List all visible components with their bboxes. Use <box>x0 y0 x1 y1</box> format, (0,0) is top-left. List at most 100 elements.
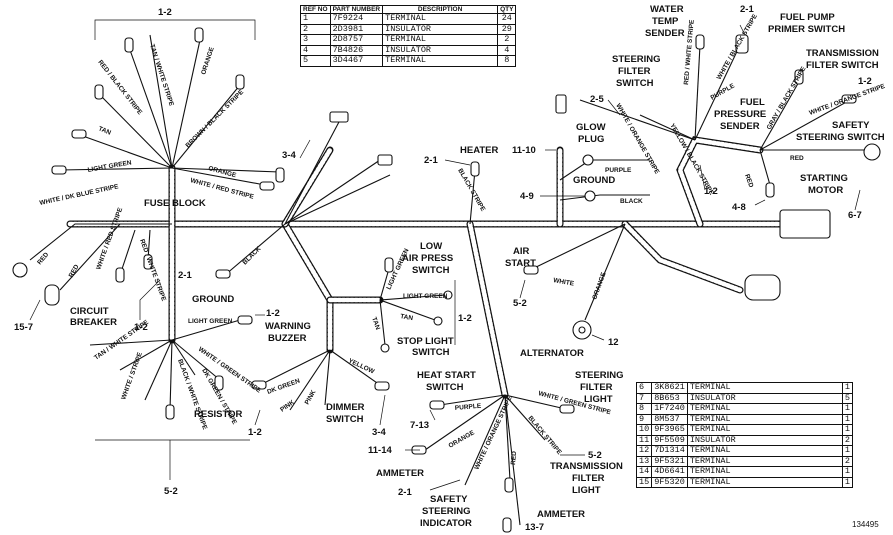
cell-desc: TERMINAL <box>382 13 499 25</box>
cell-desc: TERMINAL <box>686 403 843 415</box>
wire-label: GRAY / BLACK STRIPE <box>766 65 808 131</box>
callout: 1-2 <box>134 322 148 333</box>
steer-switch-label: STEERING <box>612 54 661 65</box>
wire-label: BLACK <box>241 245 262 266</box>
wires <box>29 34 870 526</box>
cell-desc: TERMINAL <box>382 55 499 67</box>
wire-label: ORANGE <box>200 46 216 76</box>
steer-switch-label-2: FILTER <box>618 66 651 77</box>
glow-plug-label: GLOW <box>576 122 606 133</box>
air-start-label: AIR <box>513 246 530 257</box>
cell-desc: INSULATOR <box>382 23 499 35</box>
wire-label: WHITE / ORANGE STRIPE <box>808 83 886 117</box>
wire-label: PURPLE <box>710 82 737 102</box>
callout: 3-4 <box>372 427 386 438</box>
safety-indicator-label-2: STEERING <box>422 506 471 517</box>
callout: 1-2 <box>248 427 262 438</box>
terminals <box>12 27 881 533</box>
safety-indicator-label: SAFETY <box>430 494 468 505</box>
cell-part: 7B4826 <box>329 44 384 56</box>
circuit-breaker-label-2: BREAKER <box>70 317 117 328</box>
wire-label: WHITE / RED STRIPE <box>95 206 124 270</box>
callout: 1-2 <box>704 186 718 197</box>
cell-qty: 1 <box>841 445 853 457</box>
fuel-press-label-3: SENDER <box>720 121 760 132</box>
cell-part: 8B653 <box>651 392 688 404</box>
low-air-label-3: SWITCH <box>412 265 450 276</box>
drawing-code: 134495 <box>852 520 879 529</box>
cell-qty: 4 <box>497 44 517 56</box>
cell-ref: 14 <box>635 466 653 478</box>
cell-desc: INSULATOR <box>686 392 843 404</box>
wire-label: RED / WHITE STRIPE <box>683 19 696 85</box>
dimmer-switch-label: DIMMER <box>326 402 365 413</box>
wire-label: PURPLE <box>605 167 632 174</box>
air-start-label-2: START <box>505 258 536 269</box>
fuel-press-label: FUEL <box>740 97 765 108</box>
dimmer-switch-label-2: SWITCH <box>326 414 364 425</box>
callout: 7-13 <box>410 420 429 431</box>
cell-qty: 1 <box>841 424 853 436</box>
cell-part: 9F5321 <box>651 455 688 467</box>
wire-label: YELLOW / BLACK STRIPE <box>668 123 715 197</box>
cell-qty: 29 <box>497 23 517 35</box>
trans-switch-label: TRANSMISSION <box>806 48 879 59</box>
callout: 13-7 <box>525 522 544 533</box>
wire-label: RED <box>68 263 81 279</box>
cell-qty: 1 <box>841 476 853 488</box>
cell-desc: TERMINAL <box>686 455 843 467</box>
cell-qty: 5 <box>841 392 853 404</box>
fuel-press-label-2: PRESSURE <box>714 109 766 120</box>
callout: 2-5 <box>590 94 604 105</box>
cell-part: 4D6641 <box>651 466 688 478</box>
callout: 2-1 <box>178 270 192 281</box>
trans-switch-label-2: FILTER SWITCH <box>806 60 879 71</box>
wire-label: WHITE <box>553 277 575 288</box>
cell-qty: 24 <box>497 13 517 25</box>
callout: 3-4 <box>282 150 296 161</box>
cell-ref: 1 <box>300 13 331 25</box>
cell-qty: 1 <box>841 413 853 425</box>
steer-switch-label-3: SWITCH <box>616 78 654 89</box>
wire-label: LIGHT GREEN <box>403 293 448 300</box>
cell-ref: 11 <box>635 434 653 446</box>
wire-label: RED <box>790 155 804 162</box>
callout: 11-14 <box>368 445 392 456</box>
wire-label: WHITE / STRIPE <box>120 351 144 401</box>
callout: 2-1 <box>740 4 754 15</box>
fuel-pump-label-2: PRIMER SWITCH <box>768 24 845 35</box>
ammeter-left-label: AMMETER <box>376 468 424 479</box>
cell-part: 9F3965 <box>651 424 688 436</box>
circuit-breaker-label: CIRCUIT <box>70 306 109 317</box>
cell-ref: 15 <box>635 476 653 488</box>
fuse-block-label: FUSE BLOCK <box>144 198 206 209</box>
table-header-row: REF NO PART NUMBER DESCRIPTION QTY <box>300 5 517 14</box>
alternator-branch <box>621 220 744 294</box>
wire-label: PINK <box>304 389 318 406</box>
wire-label: WHITE / ORANGE STRIPE <box>614 103 660 177</box>
low-air-label-2: AIR PRESS <box>402 253 453 264</box>
wire-label: PINK <box>279 399 296 414</box>
wire-label: TAN <box>400 313 414 322</box>
trans-light-label: TRANSMISSION <box>550 461 623 472</box>
heat-start-label-2: SWITCH <box>426 382 464 393</box>
wire-label: DK GREEN <box>266 377 301 395</box>
wire-label: YELLOW <box>347 357 376 375</box>
callout: 1-2 <box>458 313 472 324</box>
ground-right-label: GROUND <box>573 175 615 186</box>
cell-qty: 1 <box>841 382 853 394</box>
cell-ref: 3 <box>300 34 331 46</box>
starting-motor-label-2: MOTOR <box>808 185 843 196</box>
cell-qty: 1 <box>841 466 853 478</box>
callout: 4-8 <box>732 202 746 213</box>
